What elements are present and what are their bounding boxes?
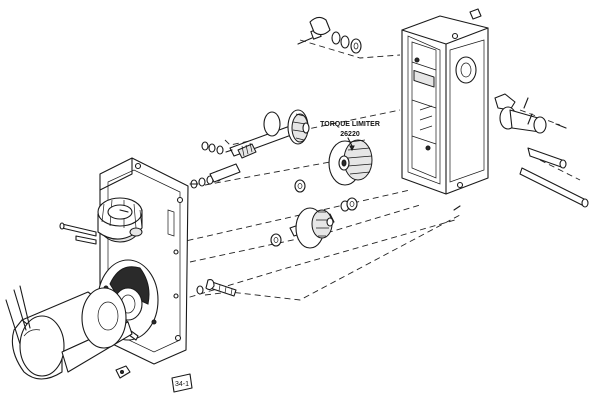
figure-reference-tag: 34-1 — [171, 373, 193, 393]
callout-title: TORQUE LIMITER — [320, 121, 380, 128]
input-shaft-hardware — [297, 8, 482, 54]
bushings — [270, 179, 461, 247]
torque-limiter-callout: TORQUE LIMITER 26220 — [320, 121, 380, 152]
mounting-bolt — [196, 279, 237, 297]
callout-part-number: 26220 — [340, 131, 360, 138]
drive-motor — [5, 285, 133, 380]
lower-gear — [289, 207, 335, 249]
control-knob — [97, 197, 143, 243]
upper-gear-shaft — [225, 109, 310, 159]
figure-ref-label: 34-1 — [175, 381, 189, 388]
output-shaft-assembly — [494, 93, 589, 208]
torque-limiter-gear — [328, 139, 373, 186]
gear-housing — [401, 15, 489, 195]
left-pins — [59, 183, 199, 245]
assembly-guide-lines — [167, 39, 581, 301]
